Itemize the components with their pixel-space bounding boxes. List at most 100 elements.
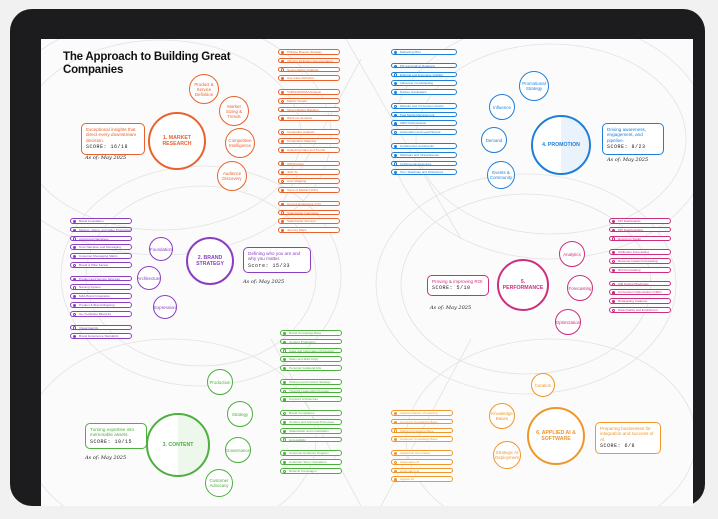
market-checklist-item[interactable]: TAM/SAM/SOM Analysis [278, 89, 340, 95]
software-checklist-item[interactable]: Company Knowledge Base [391, 418, 453, 425]
content-checklist-item[interactable]: Personal Collateral Kits [280, 365, 342, 371]
market-sub-audience-discovery[interactable]: Audience Discovery [217, 161, 247, 191]
market-checklist-item[interactable]: Competitor Analysis [278, 129, 340, 135]
software-checklist-item[interactable]: Market Knowledge Base [391, 427, 453, 434]
market-checklist-item[interactable]: Jobs To [278, 169, 340, 176]
market-checklist-item[interactable]: Market Trends [278, 97, 340, 104]
brand-checklist-item[interactable]: Mission, Vision, and Value Proposition [70, 226, 132, 233]
market-checklist-item[interactable]: Voice of Market (VOC) [278, 186, 340, 193]
software-checklist-item[interactable]: Implementation of Learning [391, 410, 453, 416]
content-checklist-item[interactable]: Customer Story Operations [280, 459, 342, 465]
content-checklist-item[interactable]: Content Production [280, 338, 342, 345]
market-checklist-item[interactable]: Competitive Mapping [278, 138, 340, 144]
promotion-checklist-item[interactable]: Website and Conversion Assets [391, 102, 457, 109]
promotion-checklist-item[interactable]: Partner Campaigns [391, 89, 457, 95]
market-checklist-item[interactable]: Offering Definition Documentation [278, 57, 340, 64]
content-checklist-item[interactable]: Case and Information Production [280, 347, 342, 354]
brand-checklist-item[interactable]: M&A Brand Integration [70, 293, 132, 299]
performance-sub-analytics[interactable]: Analytics [559, 241, 585, 267]
market-checklist-item[interactable]: Analyzing Gaps and Trends [278, 146, 340, 153]
content-checklist-item[interactable]: Brand Knowledge Base [280, 330, 342, 336]
market-checklist-item[interactable]: Stakeholder Surveys [278, 218, 340, 224]
promotion-sub-influence[interactable]: Influence [489, 94, 515, 120]
promotion-checklist-item[interactable]: Marketing Plan [391, 49, 457, 55]
promotion-sub-events-community[interactable]: Events & Community [487, 161, 515, 189]
software-checklist-item[interactable]: Automation AI [391, 458, 453, 465]
market-checklist-item[interactable]: Philippe Boeuze Strategy [278, 49, 340, 55]
performance-checklist-item[interactable]: Reporting Toolkit [609, 235, 671, 242]
promotion-checklist-item[interactable]: Automation and Lead Nurture [391, 129, 457, 135]
content-checklist-item[interactable]: Customer Evidence Program [280, 450, 342, 457]
brand-checklist-item[interactable]: Brand Foundation [70, 218, 132, 224]
market-checklist-item[interactable]: User Mapping [278, 178, 340, 184]
promotion-checklist-item[interactable]: PR and Analyst Relations [391, 62, 457, 69]
market-checklist-item[interactable]: Segmentation Analysis [278, 66, 340, 73]
brand-checklist-item[interactable]: Naming System [70, 284, 132, 291]
market-checklist-item[interactable]: Target Market Mapping [278, 106, 340, 113]
performance-checklist-item[interactable]: Attribution Forecasting [609, 249, 671, 256]
market-checklist-item[interactable]: Stakeholder Interviews [278, 209, 340, 216]
promotion-hub[interactable]: 4. PROMOTION [531, 115, 591, 175]
brand-checklist-item[interactable]: Brand & Pillar Facets [70, 261, 132, 268]
promotion-checklist-item[interactable]: Paid Media Management [391, 111, 457, 118]
software-hub[interactable]: 6. APPLIED AI & SOFTWARE [527, 407, 585, 465]
content-checklist-item[interactable]: Keyword Architecture [280, 396, 342, 403]
software-sub-knowledge-bases[interactable]: Knowledge Bases [489, 403, 515, 429]
content-sub-strategy[interactable]: Strategy [227, 401, 253, 427]
performance-checklist-item[interactable]: ROI Forecasting [609, 266, 671, 273]
market-sub-competitive-intelligence[interactable]: Competitive Intelligence [225, 128, 255, 158]
software-checklist-item[interactable]: Customer Knowledge Base [391, 436, 453, 443]
performance-checklist-item[interactable]: KPI Dashboards [609, 218, 671, 224]
performance-checklist-item[interactable]: Retargeting Cadence [609, 298, 671, 304]
performance-checklist-item[interactable]: Conversion Optimization (CRO) [609, 289, 671, 296]
brand-strategy-hub[interactable]: 2. BRAND STRATEGY [186, 237, 234, 285]
content-checklist-item[interactable]: Channel and Content Strategy [280, 378, 342, 385]
brand-checklist-item[interactable]: Visual Identity [70, 324, 132, 331]
brand-checklist-item[interactable]: Brand Experience Standards [70, 333, 132, 340]
brand-checklist-item[interactable]: Customer Messaging Matrix [70, 253, 132, 259]
performance-hub[interactable]: 5. PERFORMANCE [497, 259, 549, 311]
performance-sub-forecasting[interactable]: Forecasting [567, 275, 593, 301]
brand-checklist-item[interactable]: Go-To-Market Blueprint [70, 310, 132, 317]
performance-checklist-item[interactable]: Data Quality and Enrichment [609, 307, 671, 313]
content-checklist-item[interactable]: Accessibility [280, 436, 342, 443]
software-checklist-item[interactable]: Agentic AI [391, 476, 453, 483]
performance-checklist-item[interactable]: KPI Dashboarding [609, 226, 671, 233]
software-checklist-item[interactable]: Automation AI [391, 467, 453, 474]
content-checklist-item[interactable]: Stakeholder and Localization [280, 427, 342, 434]
performance-checklist-item[interactable]: Revenue Impact Forecasting [609, 258, 671, 264]
promotion-checklist-item[interactable]: ABM Orchestration [391, 120, 457, 127]
brand-sub-expression[interactable]: Expression [153, 295, 177, 319]
content-sub-production[interactable]: Production [207, 369, 233, 395]
content-checklist-item[interactable]: Brand Compliance [280, 410, 342, 416]
content-hub[interactable]: 3. CONTENT [146, 413, 210, 477]
brand-checklist-item[interactable]: Archetypal Narratives [70, 235, 132, 242]
performance-checklist-item[interactable]: A/B Testing Playbooks [609, 280, 671, 287]
market-research-hub[interactable]: 1. MARKET RESEARCH [148, 112, 206, 170]
content-sub-customer-advocacy[interactable]: Customer Advocacy [205, 469, 233, 497]
market-checklist-item[interactable]: ICP/Cohorts [278, 160, 340, 167]
promotion-checklist-item[interactable]: Webinars and Virtual Events [391, 151, 457, 158]
promotion-checklist-item[interactable]: In-Person Experiences [391, 160, 457, 167]
market-sub-market-sizing[interactable]: Market Sizing & Trends [219, 96, 249, 126]
brand-checklist-item[interactable]: Core Narrative and Messaging [70, 244, 132, 251]
promotion-sub-strategy[interactable]: Promotional Strategy [519, 71, 549, 101]
promotion-checklist-item[interactable]: Tour, Roadmap and Workshops [391, 169, 457, 176]
market-sub-product-definition[interactable]: Product & Service Definition [189, 74, 219, 104]
promotion-checklist-item[interactable]: Editorial and Executive Visibility [391, 71, 457, 78]
content-checklist-item[interactable]: Sales and M&A Kit(s) [280, 356, 342, 363]
promotion-checklist-item[interactable]: Influencer Co-Marketing [391, 80, 457, 87]
brand-sub-architecture[interactable]: Architecture [137, 266, 161, 290]
software-sub-curation[interactable]: Curation [531, 373, 555, 397]
market-checklist-item[interactable]: Use Case Definition [278, 75, 340, 82]
brand-checklist-item[interactable]: Product & Brand Mapping [70, 302, 132, 308]
promotion-checklist-item[interactable]: Conferences and Events [391, 143, 457, 149]
market-checklist-item[interactable]: Current Experience (CX) [278, 200, 340, 207]
brand-checklist-item[interactable]: Product and Service Structure [70, 275, 132, 282]
performance-sub-optimization[interactable]: Optimization [555, 309, 581, 335]
software-sub-strategic-ai[interactable]: Strategic AI Deployment [493, 441, 521, 469]
software-checklist-item[interactable]: Applied AI Use Cases [391, 450, 453, 456]
promotion-sub-demand[interactable]: Demand [481, 127, 507, 153]
content-checklist-item[interactable]: Thought Leadership Program [280, 387, 342, 394]
market-checklist-item[interactable]: Win/Loss Analysis [278, 115, 340, 122]
